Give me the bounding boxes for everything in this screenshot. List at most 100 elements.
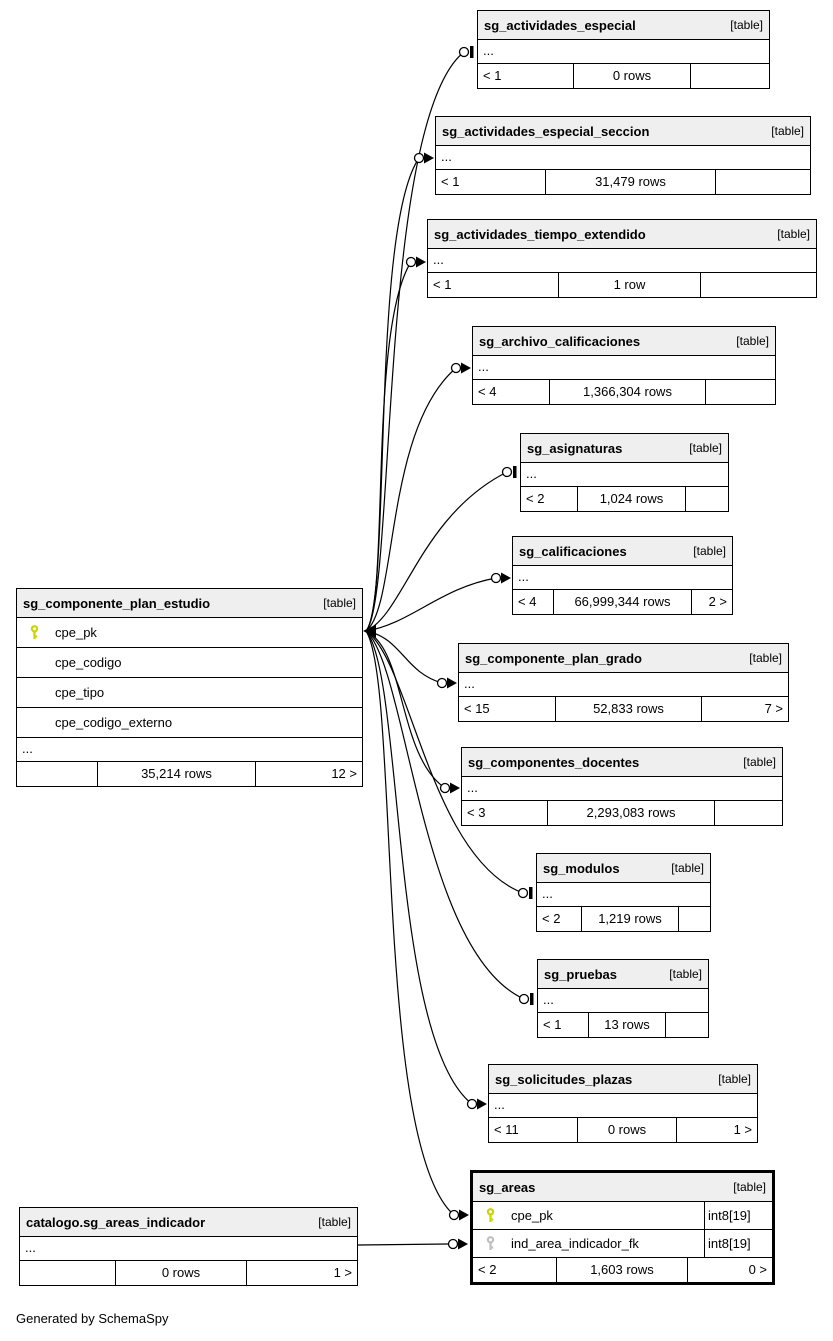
table-name-link[interactable]: sg_asignaturas: [527, 440, 623, 456]
parent-count: < 2: [537, 907, 582, 931]
column-row-ind-area-indicador-fk[interactable]: ind_area_indicador_fk int8[19]: [473, 1230, 772, 1258]
parent-count: < 4: [513, 590, 554, 614]
table-node-sg-pruebas[interactable]: sg_pruebas [table] ... < 1 13 rows: [537, 959, 709, 1038]
parent-count: < 3: [462, 801, 548, 825]
table-node-sg-actividades-especial[interactable]: sg_actividades_especial [table] ... < 1 …: [477, 10, 770, 89]
table-name-link[interactable]: sg_solicitudes_plazas: [495, 1071, 633, 1087]
table-name-link[interactable]: sg_actividades_especial: [484, 17, 636, 33]
primary-key-icon: [17, 625, 55, 640]
child-count: [706, 380, 775, 404]
column-row-cpe-pk[interactable]: cpe_pk int8[19]: [473, 1202, 772, 1230]
table-name-link[interactable]: sg_calificaciones: [519, 543, 627, 559]
table-type-badge: [table]: [777, 227, 810, 241]
table-node-sg-archivo-calificaciones[interactable]: sg_archivo_calificaciones [table] ... < …: [472, 326, 776, 405]
parent-count: < 1: [538, 1013, 589, 1037]
table-header: sg_componente_plan_grado [table]: [459, 644, 788, 673]
table-header: sg_componente_plan_estudio [table]: [17, 589, 362, 618]
parent-count: < 4: [473, 380, 550, 404]
column-name: cpe_pk: [55, 625, 97, 640]
table-name-link[interactable]: sg_modulos: [543, 860, 620, 876]
columns-ellipsis: ...: [473, 356, 775, 380]
column-name: ind_area_indicador_fk: [511, 1236, 639, 1251]
table-node-sg-componentes-docentes[interactable]: sg_componentes_docentes [table] ... < 3 …: [461, 747, 783, 826]
table-footer: < 2 1,024 rows: [521, 487, 728, 511]
table-name-link[interactable]: sg_componentes_docentes: [468, 754, 640, 770]
child-count: 2 >: [708, 594, 727, 609]
table-type-badge: [table]: [718, 1072, 751, 1086]
parent-count: [17, 762, 98, 786]
columns-ellipsis: ...: [428, 249, 816, 273]
table-footer: < 15 52,833 rows 7 >: [459, 697, 788, 721]
column-row-cpe-tipo[interactable]: cpe_tipo: [17, 678, 362, 708]
table-header: sg_archivo_calificaciones [table]: [473, 327, 775, 356]
column-row-cpe-codigo[interactable]: cpe_codigo: [17, 648, 362, 678]
table-type-badge: [table]: [736, 334, 769, 348]
table-footer: 0 rows 1 >: [20, 1261, 357, 1285]
table-header: sg_pruebas [table]: [538, 960, 708, 989]
table-name-link[interactable]: sg_archivo_calificaciones: [479, 333, 641, 349]
zero-or-many-circles: [405, 46, 530, 1250]
table-footer: < 2 1,603 rows 0 >: [473, 1258, 772, 1282]
child-count: 1 >: [333, 1265, 352, 1280]
fk-edge-curves: [357, 51, 525, 1246]
foreign-key-icon: [473, 1236, 511, 1251]
table-name-link[interactable]: sg_componente_plan_grado: [465, 650, 642, 666]
child-count: [679, 907, 710, 931]
columns-ellipsis: ...: [436, 146, 810, 170]
table-type-badge: [table]: [693, 544, 726, 558]
column-row-cpe-codigo-externo[interactable]: cpe_codigo_externo: [17, 708, 362, 738]
table-header: sg_solicitudes_plazas [table]: [489, 1065, 757, 1094]
table-name-link[interactable]: sg_actividades_especial_seccion: [442, 123, 650, 139]
table-header: sg_calificaciones [table]: [513, 537, 732, 566]
table-footer: < 3 2,293,083 rows: [462, 801, 782, 825]
primary-key-icon: [473, 1208, 511, 1223]
table-node-sg-asignaturas[interactable]: sg_asignaturas [table] ... < 2 1,024 row…: [520, 433, 729, 512]
table-node-sg-modulos[interactable]: sg_modulos [table] ... < 2 1,219 rows: [536, 853, 711, 932]
table-node-sg-actividades-tiempo-extendido[interactable]: sg_actividades_tiempo_extendido [table] …: [427, 219, 817, 298]
table-name-link[interactable]: sg_componente_plan_estudio: [23, 595, 211, 611]
table-type-badge: [table]: [749, 651, 782, 665]
table-header: catalogo.sg_areas_indicador [table]: [20, 1208, 357, 1237]
table-header: sg_asignaturas [table]: [521, 434, 728, 463]
table-node-sg-calificaciones[interactable]: sg_calificaciones [table] ... < 4 66,999…: [512, 536, 733, 615]
table-header: sg_componentes_docentes [table]: [462, 748, 782, 777]
edge-source-anchor: [363, 624, 376, 638]
child-count: [666, 1013, 708, 1037]
column-row-cpe-pk[interactable]: cpe_pk: [17, 618, 362, 648]
column-name: cpe_pk: [511, 1208, 553, 1223]
table-type-badge: [table]: [743, 755, 776, 769]
columns-ellipsis: ...: [478, 40, 769, 64]
column-type: int8[19]: [704, 1202, 772, 1229]
table-header: sg_actividades_especial_seccion [table]: [436, 117, 810, 146]
table-name-link[interactable]: sg_areas: [479, 1179, 536, 1195]
table-node-sg-solicitudes-plazas[interactable]: sg_solicitudes_plazas [table] ... < 11 0…: [488, 1064, 758, 1143]
row-count: 0 rows: [574, 64, 691, 88]
table-node-sg-areas[interactable]: sg_areas [table] cpe_pk int8[19] ind_are…: [470, 1170, 775, 1285]
child-count: [716, 170, 810, 194]
table-footer: < 1 0 rows: [478, 64, 769, 88]
table-name-link[interactable]: catalogo.sg_areas_indicador: [26, 1214, 206, 1230]
child-count: [691, 64, 769, 88]
table-node-catalogo-sg-areas-indicador[interactable]: catalogo.sg_areas_indicador [table] ... …: [19, 1207, 358, 1286]
table-node-sg-actividades-especial-seccion[interactable]: sg_actividades_especial_seccion [table] …: [435, 116, 811, 195]
table-node-sg-componente-plan-estudio[interactable]: sg_componente_plan_estudio [table] cpe_p…: [16, 588, 363, 787]
table-name-link[interactable]: sg_pruebas: [544, 966, 617, 982]
table-footer: < 11 0 rows 1 >: [489, 1118, 757, 1142]
child-count: 1 >: [733, 1122, 752, 1137]
row-count: 1,219 rows: [582, 907, 679, 931]
parent-count: < 1: [428, 273, 559, 297]
row-count: 13 rows: [589, 1013, 666, 1037]
columns-ellipsis: ...: [538, 989, 708, 1013]
table-name-link[interactable]: sg_actividades_tiempo_extendido: [434, 226, 646, 242]
table-footer: < 2 1,219 rows: [537, 907, 710, 931]
table-type-badge: [table]: [730, 18, 763, 32]
parent-count: < 1: [478, 64, 574, 88]
parent-count: < 1: [436, 170, 546, 194]
column-name: cpe_tipo: [55, 685, 105, 700]
child-count: 0 >: [748, 1262, 767, 1277]
columns-ellipsis: ...: [521, 463, 728, 487]
row-count: 1,366,304 rows: [550, 380, 706, 404]
table-type-badge: [table]: [318, 1215, 351, 1229]
table-node-sg-componente-plan-grado[interactable]: sg_componente_plan_grado [table] ... < 1…: [458, 643, 789, 722]
